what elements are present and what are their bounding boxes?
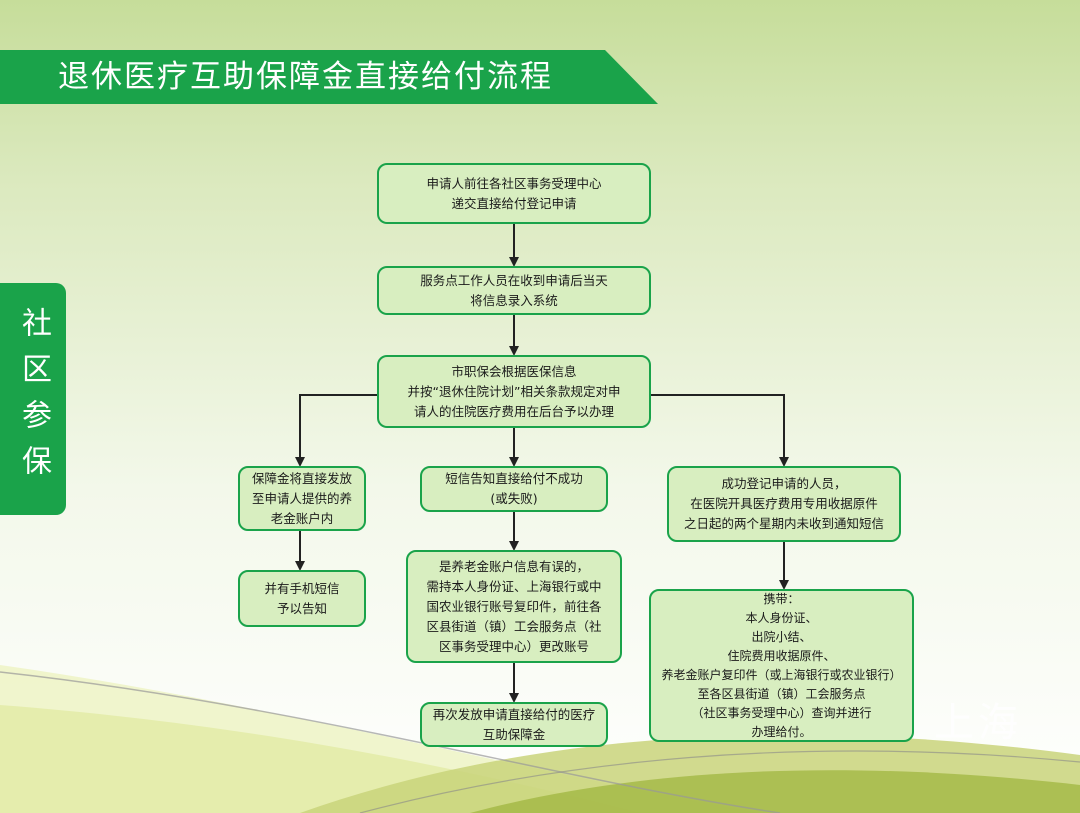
watermark-logo: 上海 <box>934 700 1022 746</box>
step-reissue: 再次发放申请直接给付的医疗 互助保障金 <box>420 702 608 747</box>
step-process-backend: 市职保会根据医保信息 并按“退休住院计划”相关条款规定对申 请人的住院医疗费用在… <box>377 355 651 428</box>
step-enter-system: 服务点工作人员在收到申请后当天 将信息录入系统 <box>377 266 651 315</box>
step-change-account: 是养老金账户信息有误的， 需持本人身份证、上海银行或中 国农业银行账号复印件，前… <box>406 550 622 663</box>
side-tab: 社区参保 <box>0 283 66 515</box>
side-tab-label: 社区参保 <box>16 307 51 491</box>
step-sms-notify: 并有手机短信 予以告知 <box>238 570 366 627</box>
page-title: 退休医疗互助保障金直接给付流程 <box>0 50 658 104</box>
step-submit-application: 申请人前往各社区事务受理中心 递交直接给付登记申请 <box>377 163 651 224</box>
step-no-sms-received: 成功登记申请的人员， 在医院开具医疗费用专用收据原件 之日起的两个星期内未收到通… <box>667 466 901 542</box>
step-pay-to-pension-account: 保障金将直接发放 至申请人提供的养 老金账户内 <box>238 466 366 531</box>
step-sms-failed: 短信告知直接给付不成功 (或失败) <box>420 466 608 512</box>
step-bring-documents: 携带： 本人身份证、 出院小结、 住院费用收据原件、 养老金账户复印件（或上海银… <box>649 589 914 742</box>
